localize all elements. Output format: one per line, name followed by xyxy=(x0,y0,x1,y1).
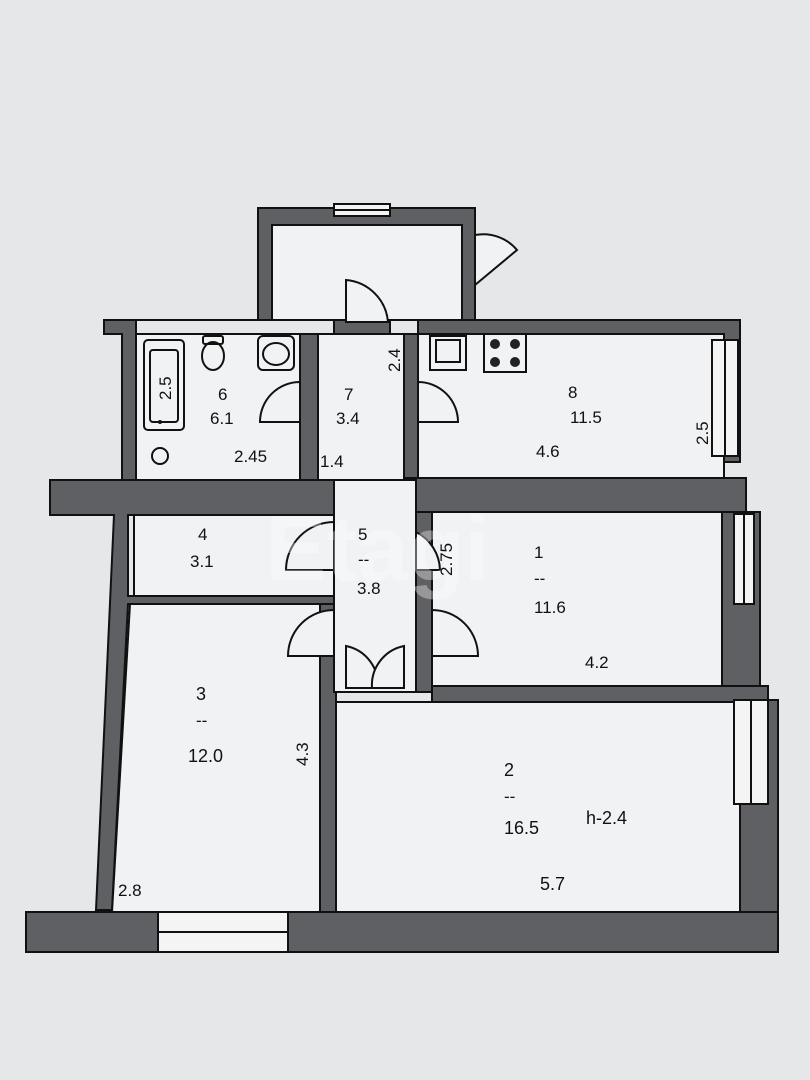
window-bedroom-3 xyxy=(157,911,289,953)
room-3-area: 12.0 xyxy=(188,746,223,766)
sink-basin-icon xyxy=(262,342,290,366)
corridor-7-floor xyxy=(317,333,405,481)
door-living-right xyxy=(370,644,405,689)
room-7-number: 7 xyxy=(344,385,353,404)
windows xyxy=(157,203,769,953)
room-5-number: 5 xyxy=(358,525,367,544)
room-3-number: 3 xyxy=(196,684,206,704)
door-vestibule xyxy=(345,278,390,323)
room-1-number: 1 xyxy=(534,543,543,562)
room-7-side-dim: 2.4 xyxy=(385,348,404,372)
room-3-dim: 2.8 xyxy=(118,881,142,900)
door-kitchen xyxy=(417,380,460,423)
room-4-area: 3.1 xyxy=(190,552,214,571)
kitchen-left-wall xyxy=(403,333,419,481)
room-2-number: 2 xyxy=(504,760,514,780)
room-6-bath-dim: 2.5 xyxy=(156,376,175,400)
fixtures xyxy=(143,333,527,465)
room-5-dash: -- xyxy=(358,550,369,569)
room-7-area: 3.4 xyxy=(336,409,360,428)
door-bedroom1 xyxy=(431,608,480,657)
door-bedroom3 xyxy=(286,608,335,657)
door-hall-bedroom1 xyxy=(415,530,442,571)
floor-drain-icon xyxy=(151,447,169,465)
room-6-area: 6.1 xyxy=(210,409,234,428)
room-2-area: 16.5 xyxy=(504,818,539,838)
room-8-side-dim: 2.5 xyxy=(693,421,712,445)
bathtub-inner-icon xyxy=(149,349,179,423)
room-6-number: 6 xyxy=(218,385,227,404)
room-1-side-dim: 2.75 xyxy=(437,543,456,576)
living-floor xyxy=(335,701,741,913)
room-2-dash: -- xyxy=(504,787,515,806)
stove-burner-icon xyxy=(490,357,500,367)
room-7-dim: 1.4 xyxy=(320,452,344,471)
main-outer-wall xyxy=(104,319,741,463)
stove-burner-icon xyxy=(490,339,500,349)
room-2-dim: 5.7 xyxy=(540,874,565,894)
door-entrance xyxy=(474,233,519,288)
toilet-bowl-icon xyxy=(201,341,225,371)
room-3-side-dim: 4.3 xyxy=(293,742,312,766)
stove-icon xyxy=(483,333,527,373)
bathtub-icon xyxy=(143,339,185,431)
left-wall-upper xyxy=(103,319,137,486)
room-1-dash: -- xyxy=(534,569,545,588)
window-kitchen xyxy=(711,339,739,457)
room-8-dim: 4.6 xyxy=(536,442,560,461)
watermark: Etagi xyxy=(265,498,490,600)
toilet-tank-icon xyxy=(202,335,224,345)
window-vestibule xyxy=(333,203,391,217)
bathtub-drain-icon xyxy=(158,420,162,424)
height-note: h-2.4 xyxy=(586,808,627,828)
middle-lower-band xyxy=(431,685,769,703)
door-storage xyxy=(284,520,335,571)
bedroom-1-floor xyxy=(431,511,723,687)
door-bathroom xyxy=(258,380,301,423)
room-8-number: 8 xyxy=(568,383,577,402)
room-4-number: 4 xyxy=(198,525,207,544)
bedroom-3-floor xyxy=(110,603,321,913)
kitchen-floor xyxy=(417,333,725,479)
bathroom-corridor-wall xyxy=(299,333,319,481)
stove-burner-icon xyxy=(510,339,520,349)
room-1-area: 11.6 xyxy=(534,598,566,617)
sink-icon xyxy=(257,335,295,371)
kitchen-sink-icon xyxy=(429,335,467,371)
kitchen-sink-basin-icon xyxy=(435,339,461,363)
walls xyxy=(25,207,779,953)
stove-burner-icon xyxy=(510,357,520,367)
window-bedroom-1 xyxy=(733,513,755,605)
room-3-dash: -- xyxy=(196,711,207,730)
rooms xyxy=(110,224,741,913)
room-5-area: 3.8 xyxy=(357,579,381,598)
bottom-wall xyxy=(25,911,779,953)
doors xyxy=(258,233,519,689)
room-1-dim: 4.2 xyxy=(585,653,609,672)
window-living xyxy=(733,699,769,805)
room-6-dim: 2.45 xyxy=(234,447,267,466)
room-8-area: 11.5 xyxy=(570,408,602,427)
